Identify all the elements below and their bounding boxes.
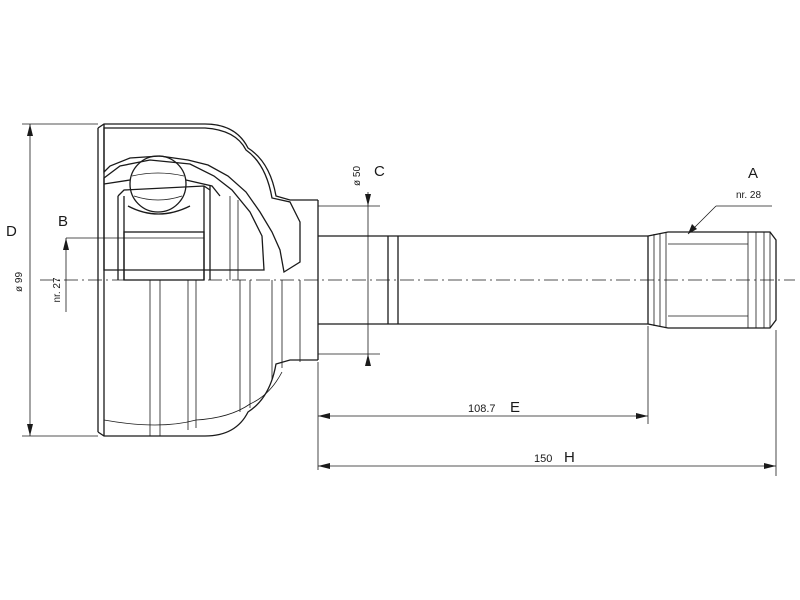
- shaft: [318, 235, 648, 325]
- section-cut: [103, 127, 301, 281]
- spline-stub: [647, 231, 777, 329]
- value-e: 108.7: [468, 403, 496, 415]
- label-b: B: [58, 213, 68, 230]
- label-d: D: [6, 223, 17, 240]
- value-a: nr. 28: [736, 190, 761, 201]
- dimension-b: [63, 237, 124, 312]
- label-c: C: [374, 163, 385, 180]
- dimension-d: [22, 123, 98, 437]
- label-a: A: [748, 165, 758, 182]
- label-h: H: [564, 449, 575, 466]
- dimension-h: [318, 330, 777, 476]
- dimension-c: [318, 192, 380, 366]
- value-c: ø 50: [352, 166, 363, 186]
- value-h: 150: [534, 453, 552, 465]
- label-e: E: [510, 399, 520, 416]
- value-d: ø 99: [14, 272, 25, 292]
- joint-housing: [97, 123, 319, 437]
- dimension-a: [687, 205, 772, 235]
- value-b: nr. 27: [52, 277, 63, 302]
- dimension-e: [317, 326, 649, 470]
